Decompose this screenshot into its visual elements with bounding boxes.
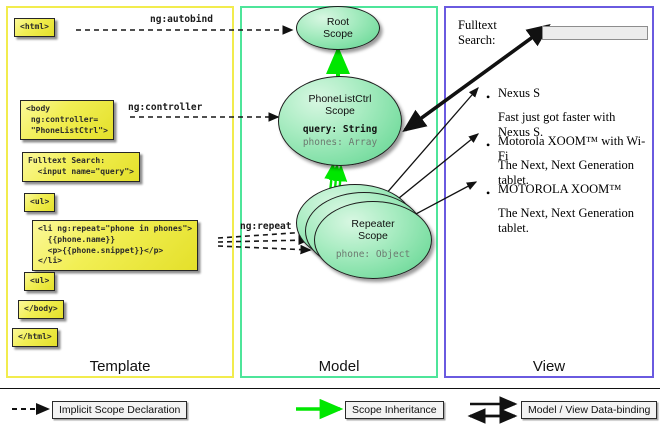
scope-root[interactable]: Root Scope [296, 6, 380, 50]
view-search-row: Fulltext Search: [458, 18, 648, 48]
legend-item-scope-inheritance: Scope Inheritance [345, 401, 444, 419]
list-item-snippet: The Next, Next Generation tablet. [498, 158, 635, 187]
legend: Implicit Scope Declaration Scope Inherit… [0, 392, 660, 435]
list-item-snippet: Fast just got faster with Nexus S. [498, 110, 616, 139]
scope-field-phones: phones: Array [302, 136, 378, 148]
connector-label-controller: ng:controller [128, 102, 203, 113]
template-box-body-open[interactable]: <body ng:controller= "PhoneListCtrl"> [20, 100, 114, 141]
scope-field-query: query: String [302, 124, 378, 136]
list-bullet: • [486, 90, 491, 104]
list-item-name: MOTOROLA XOOM™ [498, 182, 622, 196]
legend-divider [0, 388, 660, 389]
view-search-input[interactable] [542, 26, 648, 40]
template-box-ul-close[interactable]: <ul> [24, 272, 56, 291]
scope-phonelistctrl-title: PhoneListCtrl Scope [308, 93, 372, 118]
template-box-body-close[interactable]: </body> [18, 300, 64, 319]
template-box-html-close[interactable]: </html> [12, 328, 58, 347]
databinding-arrow-query [402, 24, 551, 133]
column-label-model: Model [318, 358, 360, 375]
connector-label-autobind: ng:autobind [150, 14, 213, 25]
scope-repeater-title: Repeater Scope [351, 218, 395, 243]
column-label-view: View [532, 358, 566, 375]
scope-field-phone: phone: Object [335, 249, 411, 261]
template-box-fulltext-search[interactable]: Fulltext Search: <input name="query"> [22, 152, 140, 182]
template-box-li-repeat[interactable]: <li ng:repeat="phone in phones"> {{phone… [32, 220, 199, 272]
list-item-name: Nexus S [498, 86, 541, 100]
scope-repeater-fields: phone: Object [336, 249, 410, 261]
legend-lines [12, 396, 518, 424]
list-bullet: • [486, 138, 491, 152]
template-box-html-open[interactable]: <html> [14, 18, 55, 37]
view-content: Fulltext Search: • Nexus S Fast just got… [450, 12, 648, 372]
implicit-declaration-lines [76, 25, 312, 255]
list-item-name: Motorola XOOM™ with Wi-Fi [498, 134, 646, 163]
legend-item-implicit-declaration: Implicit Scope Declaration [52, 401, 188, 419]
column-label-template: Template [89, 358, 151, 375]
scope-repeater[interactable]: Repeater Scope phone: Object [314, 201, 432, 279]
legend-item-data-binding: Model / View Data-binding [521, 401, 658, 419]
scope-phonelistctrl[interactable]: PhoneListCtrl Scope query: String phones… [278, 76, 402, 166]
column-view [444, 6, 654, 378]
template-box-ul-open[interactable]: <ul> [24, 193, 56, 212]
view-search-label: Fulltext Search: [458, 18, 497, 47]
list-bullet: • [486, 186, 491, 200]
list-item-snippet: The Next, Next Generation tablet. [498, 206, 635, 235]
scope-root-title: Root Scope [323, 15, 353, 40]
scope-phonelistctrl-fields: query: String phones: Array [303, 124, 377, 149]
connector-label-repeat: ng:repeat [240, 221, 292, 232]
